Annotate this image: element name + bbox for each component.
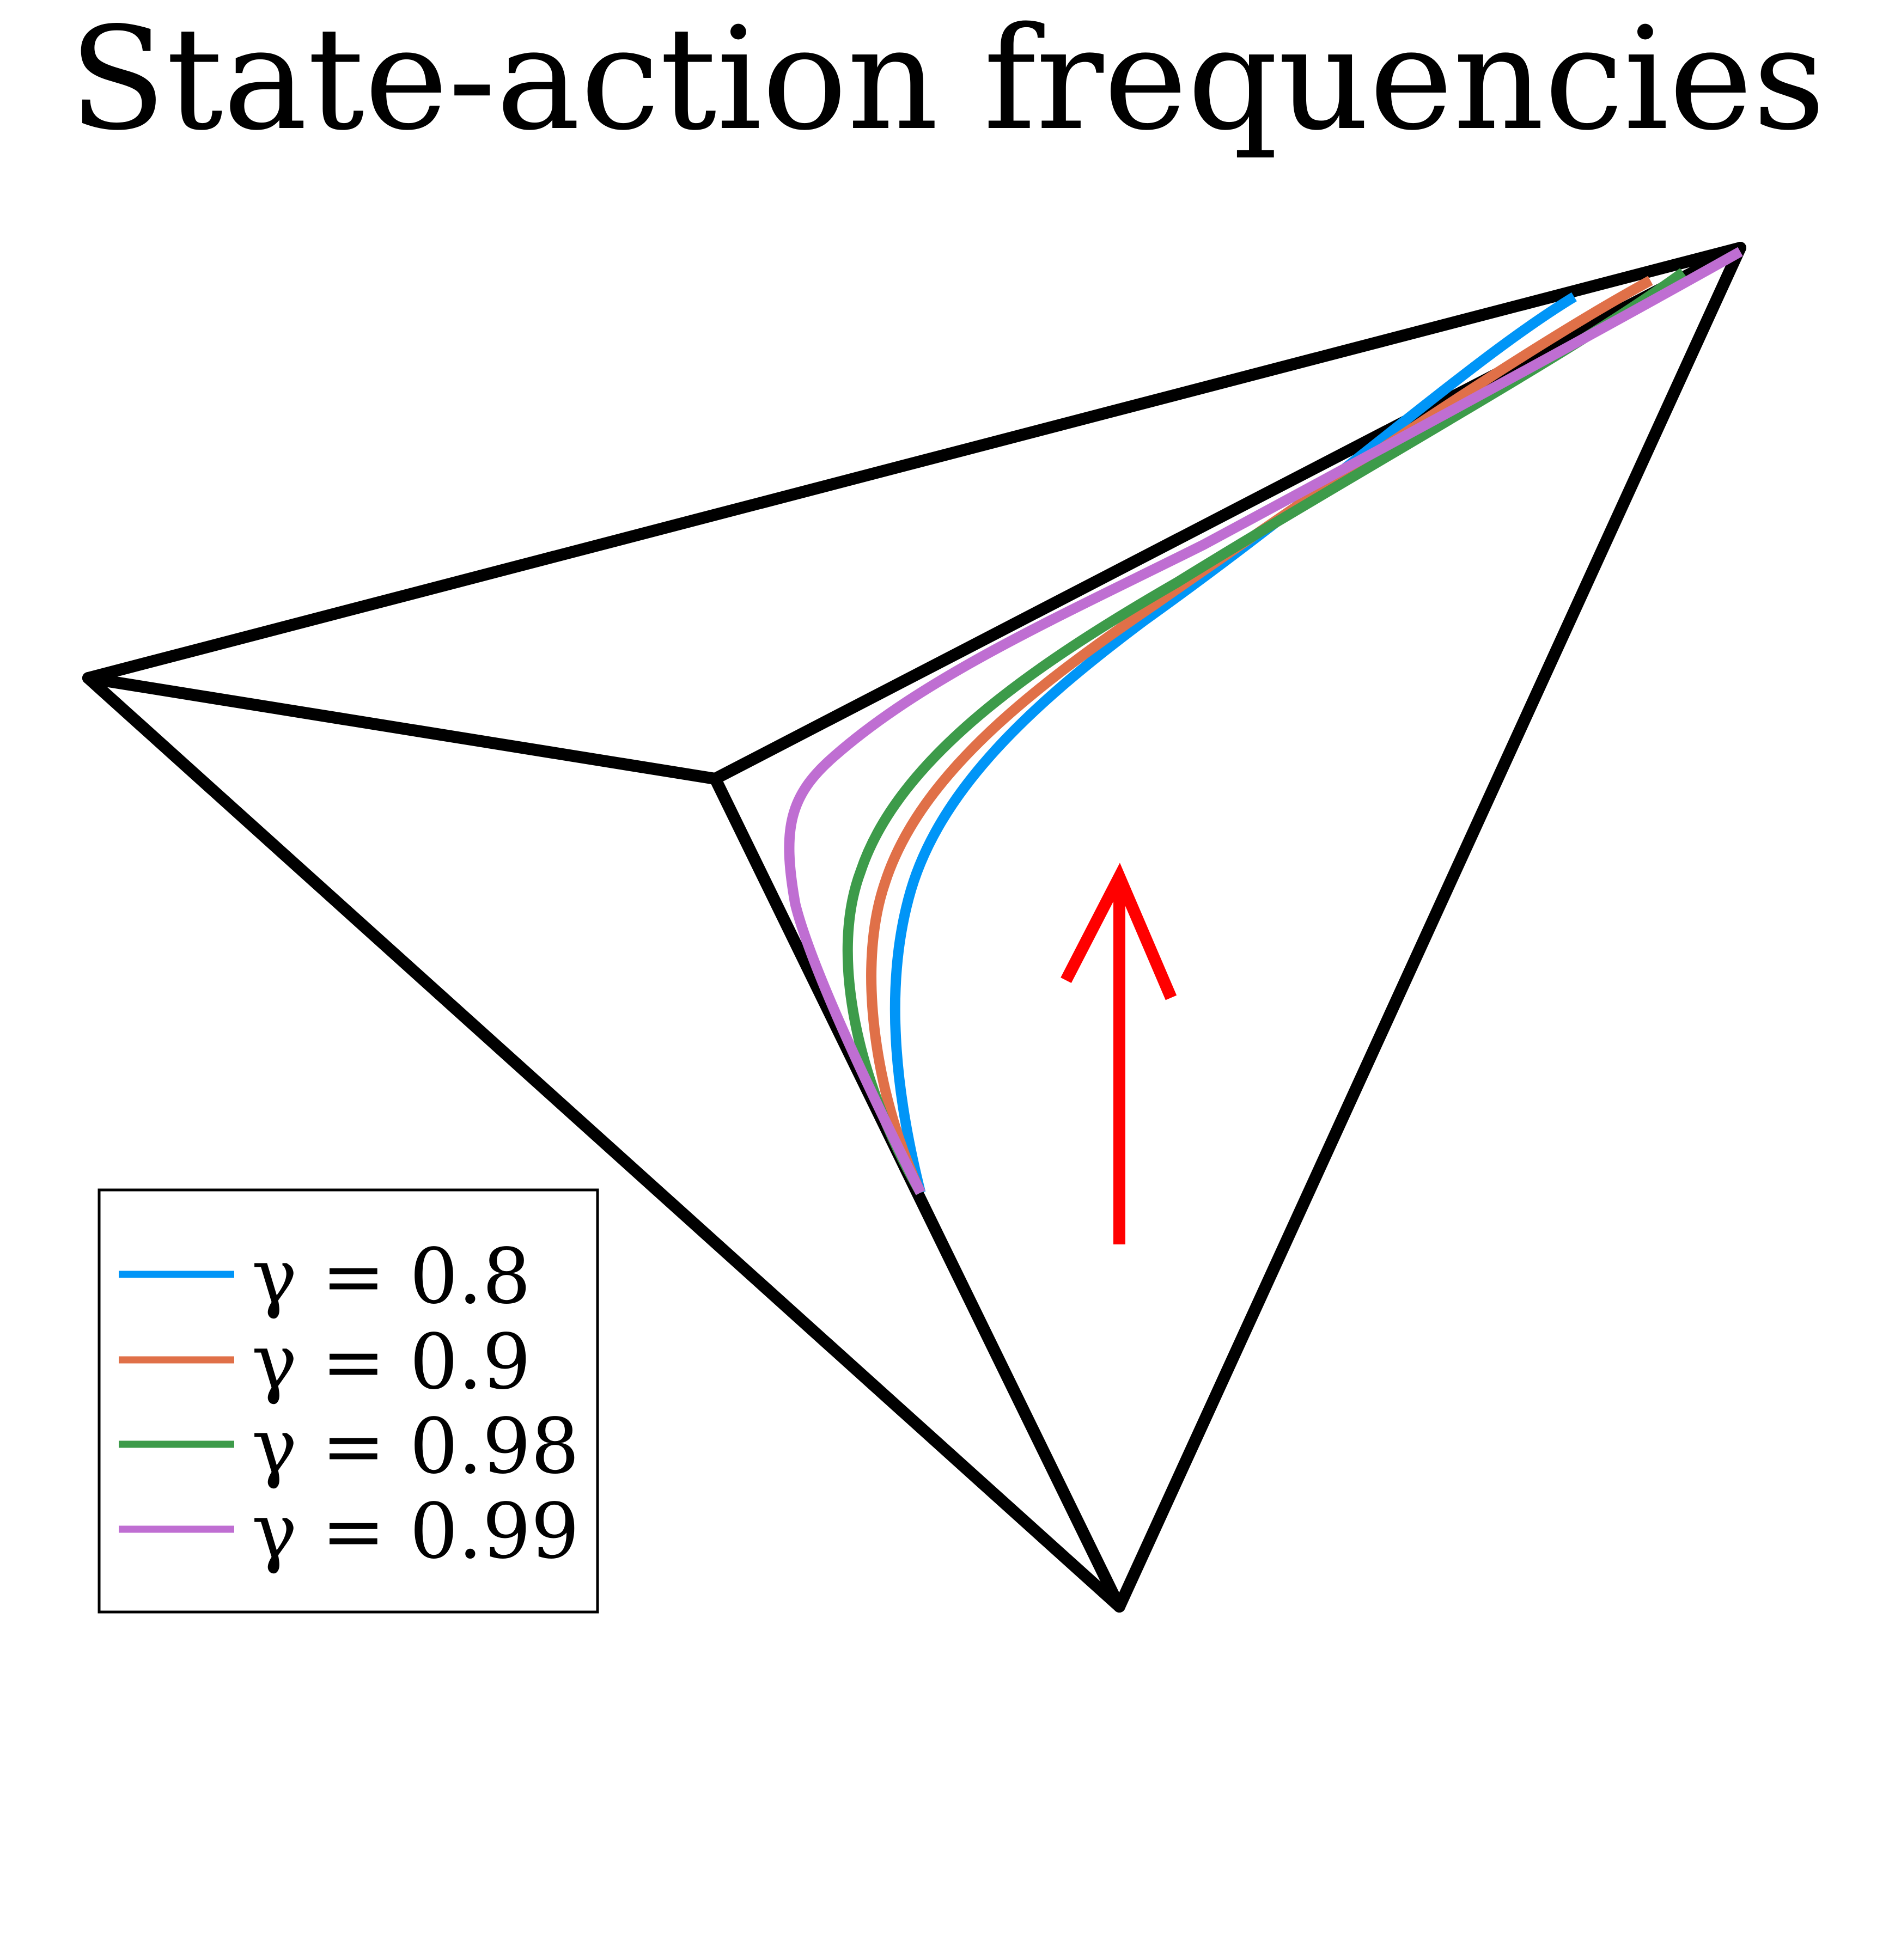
legend-box xyxy=(98,1188,599,1614)
polytope-edge-left-lower xyxy=(82,672,1125,1613)
polytope-edge-left-upper xyxy=(82,672,721,785)
legend-label: γ = 0.8 xyxy=(252,1232,531,1321)
up-arrow-icon xyxy=(1061,863,1177,1244)
polytope-edge-center-to-top xyxy=(709,242,1746,785)
legend-item: γ = 0.9 xyxy=(119,1318,531,1407)
legend-label: γ = 0.99 xyxy=(252,1487,580,1576)
trajectory-curve-gamma-0-98 xyxy=(842,268,1686,1195)
legend: γ = 0.8 γ = 0.9 γ = 0.98 γ = 0.99 xyxy=(98,1188,599,1614)
polytope-edge-top xyxy=(82,242,1746,684)
direction-arrow xyxy=(1061,863,1177,1244)
legend-label: γ = 0.9 xyxy=(252,1318,531,1407)
polytope-edge-right xyxy=(1113,242,1746,1613)
trajectory-curve-gamma-0-9 xyxy=(866,276,1653,1195)
figure-title: State-action frequencies xyxy=(69,0,1825,162)
trajectory-curves xyxy=(784,247,1743,1195)
legend-item: γ = 0.99 xyxy=(119,1487,580,1576)
trajectory-curve-gamma-0-8 xyxy=(889,292,1577,1194)
legend-item: γ = 0.98 xyxy=(119,1402,580,1491)
legend-label: γ = 0.98 xyxy=(252,1402,580,1491)
legend-item: γ = 0.8 xyxy=(119,1232,531,1321)
trajectory-curve-gamma-0-99 xyxy=(784,247,1743,1195)
